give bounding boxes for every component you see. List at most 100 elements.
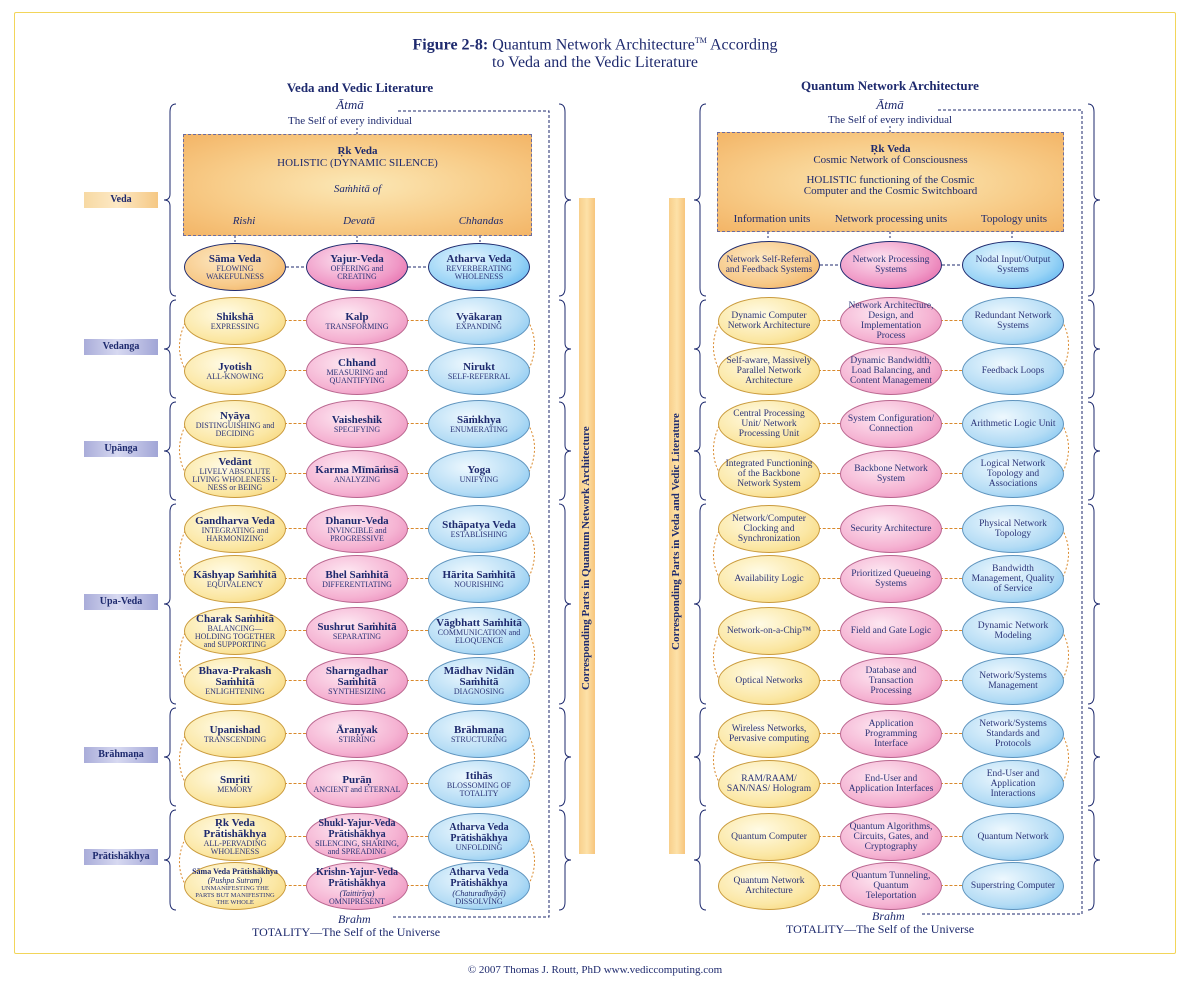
right-oval-r9-center[interactable]: Application Programming Interface	[840, 710, 942, 758]
right-oval-r12-right[interactable]: Superstring Computer	[962, 862, 1064, 910]
figure-title-line2: to Veda and the Vedic Literature	[492, 54, 698, 72]
right-oval-r10-right[interactable]: End-User and Application Interactions	[962, 760, 1064, 808]
right-oval-r12-left[interactable]: Quantum Network Architecture	[718, 862, 820, 910]
right-oval-r4-center[interactable]: Backbone Network System	[840, 450, 942, 498]
right-oval-r5-center[interactable]: Security Architecture	[840, 505, 942, 553]
oval-text: Security Architecture	[850, 524, 932, 534]
right-oval-r7-right[interactable]: Dynamic Network Modeling	[962, 607, 1064, 655]
oval-connector	[940, 733, 962, 734]
right-oval-r4-right[interactable]: Logical Network Topology and Association…	[962, 450, 1064, 498]
right-rk-veda: Ṛk Veda	[870, 143, 911, 155]
right-oval-r1-center[interactable]: Network Architecture, Design, and Implem…	[840, 297, 942, 345]
oval-atharva-veda[interactable]: Atharva Veda REVERBERATING WHOLENESS	[428, 243, 530, 291]
oval-name: Jyotish	[218, 360, 252, 373]
right-oval-r11-right[interactable]: Quantum Network	[962, 813, 1064, 861]
right-oval-r5-right[interactable]: Physical Network Topology	[962, 505, 1064, 553]
oval-network-processing-systems[interactable]: Network Processing Systems	[840, 241, 942, 289]
right-oval-r9-left[interactable]: Wireless Networks, Pervasive computing	[718, 710, 820, 758]
right-oval-r1-right[interactable]: Redundant Network Systems	[962, 297, 1064, 345]
category-pratishakhya[interactable]: Prātishākhya	[84, 849, 158, 865]
oval-network-self-referral[interactable]: Network Self-Referral and Feedback Syste…	[718, 241, 820, 289]
oval-name: Āraṇyak	[336, 723, 378, 736]
right-oval-r10-center[interactable]: End-User and Application Interfaces	[840, 760, 942, 808]
left-totality: TOTALITY—The Self of the Universe	[252, 925, 441, 939]
right-oval-r6-left[interactable]: Availability Logic	[718, 555, 820, 603]
category-brahmana[interactable]: Brāhmaṇa	[84, 747, 158, 763]
right-oval-r9-right[interactable]: Network/Systems Standards and Protocols	[962, 710, 1064, 758]
right-oval-r8-left[interactable]: Optical Networks	[718, 657, 820, 705]
oval-connector	[284, 836, 306, 837]
oval-text: Backbone Network System	[854, 464, 928, 484]
right-oval-r11-center[interactable]: Quantum Algorithms, Circuits, Gates, and…	[840, 813, 942, 861]
oval-nodal-io-systems[interactable]: Nodal Input/Output Systems	[962, 241, 1064, 289]
oval-name: Purāṇ	[342, 773, 372, 786]
right-oval-r1-left[interactable]: Dynamic Computer Network Architecture	[718, 297, 820, 345]
right-oval-r3-right[interactable]: Arithmetic Logic Unit	[962, 400, 1064, 448]
oval-description: SPECIFYING	[333, 424, 381, 434]
left-oval-r12-right[interactable]: Atharva Veda Prātishākhya(Chaturadhyāyī)…	[428, 862, 530, 910]
right-oval-r4-left[interactable]: Integrated Functioning of the Backbone N…	[718, 450, 820, 498]
right-oval-r2-center[interactable]: Dynamic Bandwidth, Load Balancing, and C…	[840, 347, 942, 395]
right-panel-title: Quantum Network Architecture	[801, 78, 979, 93]
oval-sama-veda[interactable]: Sāma Veda FLOWING WAKEFULNESS	[184, 243, 286, 291]
right-oval-r2-right[interactable]: Feedback Loops	[962, 347, 1064, 395]
oval-subname: (Chaturadhyāyī)	[452, 888, 506, 898]
right-oval-r7-center[interactable]: Field and Gate Logic	[840, 607, 942, 655]
right-oval-r6-right[interactable]: Bandwidth Management, Quality of Service	[962, 555, 1064, 603]
right-oval-r2-left[interactable]: Self-aware, Massively Parallel Network A…	[718, 347, 820, 395]
right-oval-r12-center[interactable]: Quantum Tunneling, Quantum Teleportation	[840, 862, 942, 910]
right-oval-r11-left[interactable]: Quantum Computer	[718, 813, 820, 861]
oval-text: End-User and Application Interfaces	[848, 774, 934, 794]
right-oval-r3-left[interactable]: Central Processing Unit/ Network Process…	[718, 400, 820, 448]
oval-text: Dynamic Computer Network Architecture	[727, 311, 811, 331]
right-oval-r6-center[interactable]: Prioritized Queueing Systems	[840, 555, 942, 603]
category-upa-veda[interactable]: Upa-Veda	[84, 594, 158, 610]
right-oval-r8-right[interactable]: Network/Systems Management	[962, 657, 1064, 705]
right-oval-r5-left[interactable]: Network/Computer Clocking and Synchroniz…	[718, 505, 820, 553]
right-oval-r8-center[interactable]: Database and Transaction Processing	[840, 657, 942, 705]
oval-connector	[818, 885, 840, 886]
category-vedanga[interactable]: Vedanga	[84, 339, 158, 355]
right-oval-r3-center[interactable]: System Configuration/ Connection	[840, 400, 942, 448]
category-veda[interactable]: Veda	[84, 192, 158, 208]
right-oval-r10-left[interactable]: RAM/RAAM/ SAN/NAS/ Hologram	[718, 760, 820, 808]
category-upanga[interactable]: Upānga	[84, 441, 158, 457]
oval-yajur-veda[interactable]: Yajur-Veda OFFERING and CREATING	[306, 243, 408, 291]
right-oval-r7-left[interactable]: Network-on-a-Chip™	[718, 607, 820, 655]
left-oval-r12-left[interactable]: Sāma Veda Prātishākhya(Pushpa Sutram)UNM…	[184, 862, 286, 910]
left-oval-r12-center[interactable]: Krishn-Yajur-Veda Prātishākhya(Taittirīy…	[306, 862, 408, 910]
